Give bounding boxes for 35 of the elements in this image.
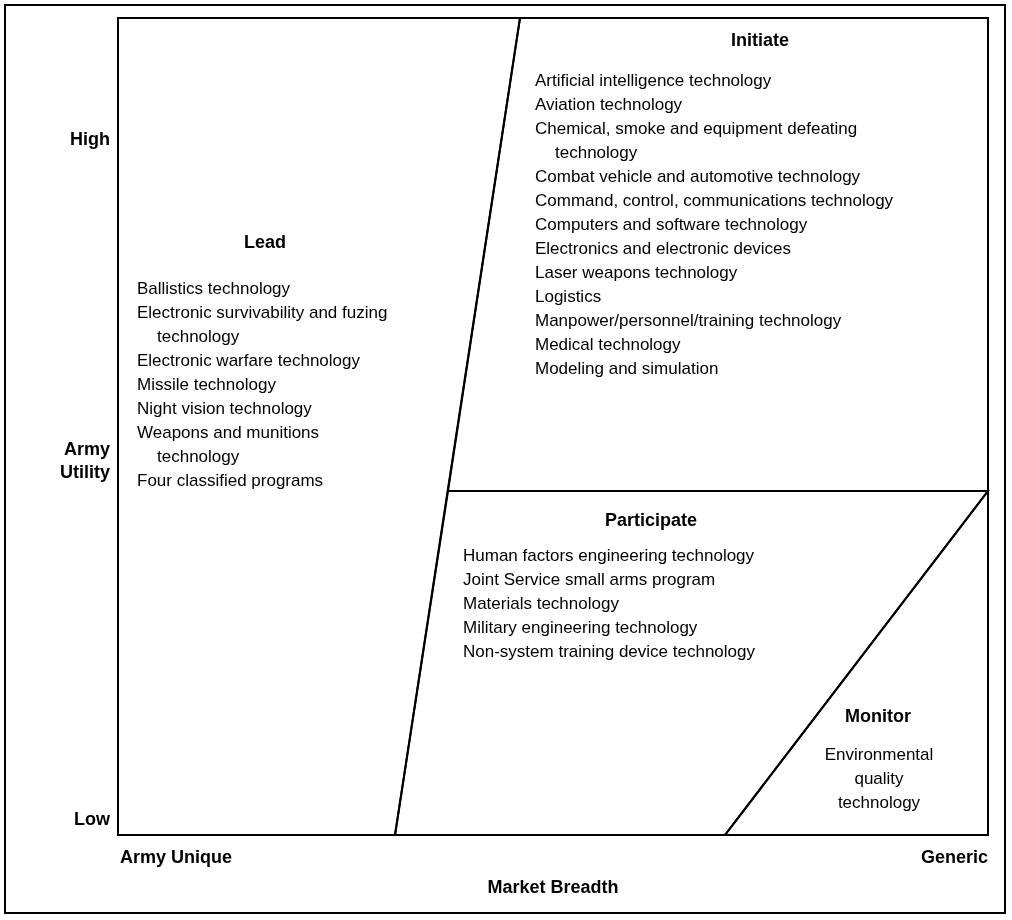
list-item: Aviation technology [535, 94, 684, 116]
axis-label: Low [73, 808, 110, 831]
list-item: Artificial intelligence technology [535, 70, 773, 92]
list-item: Logistics [535, 286, 603, 308]
list-item: Electronics and electronic devices [535, 238, 793, 260]
list-item: Non-system training device technology [463, 641, 756, 663]
list-item: Missile technology [137, 374, 277, 396]
list-item: Modeling and simulation [535, 358, 720, 380]
list-item: Computers and software technology [535, 214, 809, 236]
axis-label: Army Unique [120, 846, 234, 869]
axis-label: Generic [919, 846, 988, 869]
list-item: Laser weapons technology [535, 262, 739, 284]
axis-label: Army Utility [59, 438, 110, 484]
list-item: Four classified programs [137, 470, 325, 492]
list-item: Materials technology [463, 593, 620, 615]
region-heading: Lead [244, 232, 286, 253]
list-item: Combat vehicle and automotive technology [535, 166, 862, 188]
list-item: Night vision technology [137, 398, 313, 420]
list-item: Military engineering technology [463, 617, 699, 639]
list-item: Chemical, smoke and equipment defeating technology [535, 118, 859, 164]
list-item: Electronic survivability and fuzing technology [137, 302, 389, 348]
list-item: Medical technology [535, 334, 682, 356]
list-item: Human factors engineering technology [463, 545, 756, 567]
list-item: Weapons and munitions technology [137, 422, 321, 468]
list-item: Manpower/personnel/training technology [535, 310, 843, 332]
axis-title: Market Breadth [486, 876, 620, 899]
region-heading: Participate [605, 510, 697, 531]
region-heading: Monitor [845, 706, 911, 727]
list-item: Environmental quality technology [823, 744, 935, 814]
region-heading: Initiate [731, 30, 789, 51]
list-item: Electronic warfare technology [137, 350, 361, 372]
list-item: Ballistics technology [137, 278, 292, 300]
list-item: Joint Service small arms program [463, 569, 717, 591]
axis-label: High [69, 128, 110, 151]
list-item: Command, control, communications technology [535, 190, 895, 212]
